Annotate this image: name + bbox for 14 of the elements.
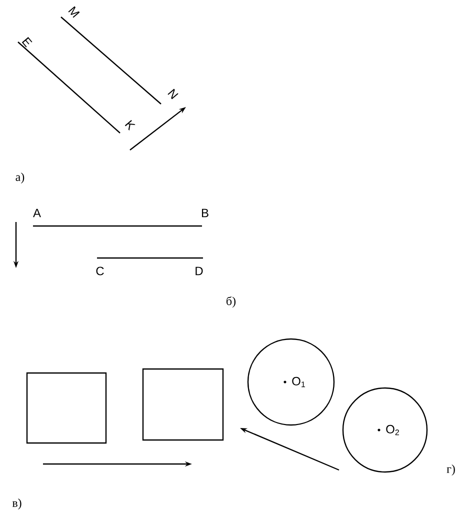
point-label: M xyxy=(68,6,80,18)
square xyxy=(26,372,107,444)
point-label: A xyxy=(33,208,41,218)
panel-label: в) xyxy=(12,498,22,510)
point-label: D xyxy=(196,266,203,276)
panel-label: б) xyxy=(226,296,236,308)
panel-label: а) xyxy=(16,172,24,184)
point-label: N xyxy=(168,88,178,100)
panel-label: г) xyxy=(446,464,455,476)
point-label: E xyxy=(22,37,32,48)
square xyxy=(142,368,224,441)
point-label: K xyxy=(124,120,136,131)
point-label: B xyxy=(202,208,208,218)
point-label: C xyxy=(96,266,104,276)
